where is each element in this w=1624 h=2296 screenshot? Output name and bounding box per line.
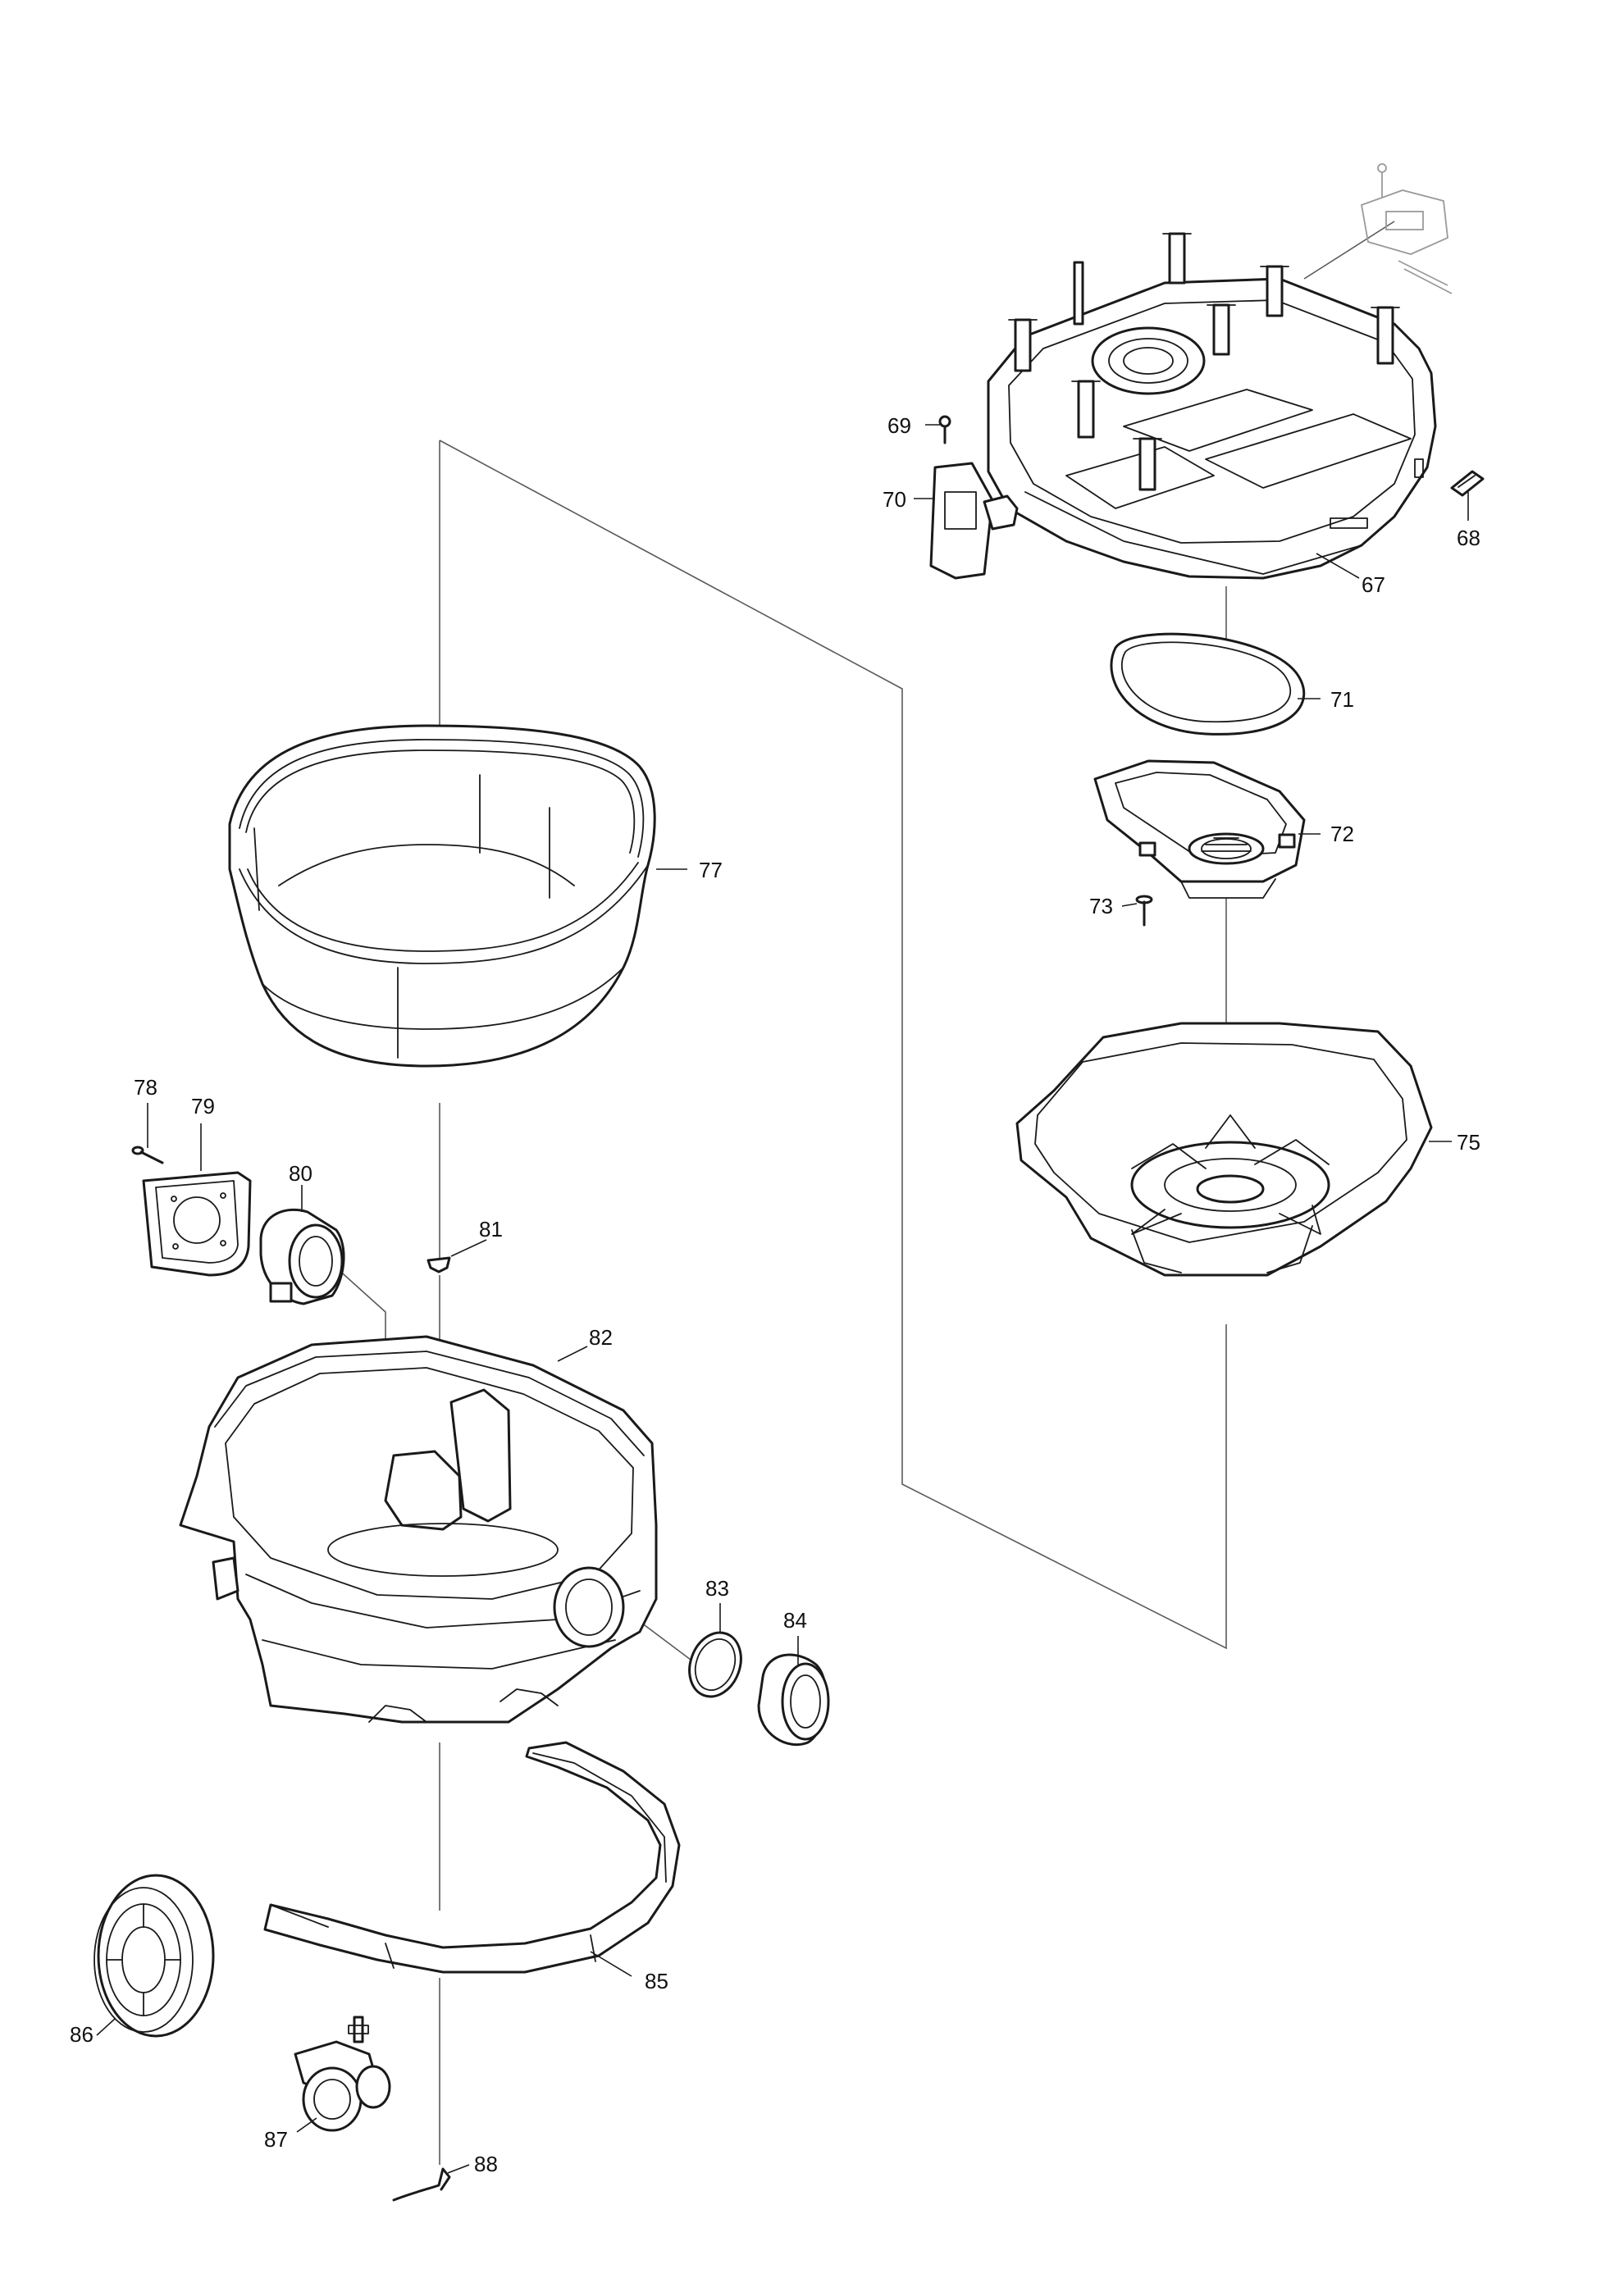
callout-69: 69 bbox=[887, 413, 911, 438]
callout-72: 72 bbox=[1330, 822, 1354, 846]
part-70-filter-cover bbox=[929, 462, 1019, 580]
callout-leader-lines bbox=[96, 424, 1469, 2174]
callout-73: 73 bbox=[1089, 894, 1113, 918]
callout-82: 82 bbox=[589, 1325, 613, 1350]
part-77-tank-ring bbox=[228, 724, 656, 1068]
part-75-filter-frame bbox=[1015, 1022, 1433, 1277]
part-69-screw bbox=[938, 415, 951, 444]
callout-80: 80 bbox=[289, 1161, 312, 1186]
part-80-inlet-connector bbox=[259, 1208, 345, 1305]
part-85-base-frame bbox=[263, 1741, 681, 1974]
part-84-coupling-nut bbox=[757, 1653, 830, 1747]
part-72-filter-holder bbox=[1093, 759, 1306, 899]
callout-83: 83 bbox=[705, 1576, 729, 1601]
part-83-o-ring bbox=[688, 1631, 742, 1698]
part-87-caster bbox=[294, 2016, 391, 2132]
callout-86: 86 bbox=[70, 2022, 94, 2047]
part-67-motor-housing-base bbox=[987, 232, 1437, 580]
callout-68: 68 bbox=[1457, 526, 1480, 550]
callout-79: 79 bbox=[191, 1094, 215, 1118]
callout-88: 88 bbox=[474, 2152, 498, 2176]
callout-75: 75 bbox=[1457, 1130, 1480, 1155]
callout-67: 67 bbox=[1362, 572, 1385, 597]
callout-84: 84 bbox=[783, 1608, 807, 1633]
callout-78: 78 bbox=[134, 1075, 157, 1100]
part-86-wheel bbox=[94, 1874, 215, 2038]
part-82-main-tank bbox=[179, 1335, 658, 1724]
part-79-mounting-plate bbox=[142, 1171, 252, 1277]
callout-85: 85 bbox=[645, 1969, 668, 1993]
part-78-screw bbox=[131, 1146, 164, 1164]
switch-assembly-faint bbox=[1360, 163, 1453, 294]
part-68-clip bbox=[1450, 470, 1485, 497]
part-71-gasket-ring bbox=[1110, 632, 1306, 736]
part-73-screw bbox=[1135, 895, 1153, 927]
callout-numbers: 67 68 69 70 71 72 73 75 77 78 79 80 81 8… bbox=[70, 413, 1480, 2176]
callout-71: 71 bbox=[1330, 687, 1354, 712]
part-81-plug bbox=[427, 1256, 451, 1273]
callout-77: 77 bbox=[699, 858, 723, 882]
callout-70: 70 bbox=[883, 487, 906, 512]
callout-87: 87 bbox=[264, 2127, 288, 2152]
part-88-wire-pin bbox=[392, 2167, 451, 2202]
callout-81: 81 bbox=[479, 1217, 503, 1241]
